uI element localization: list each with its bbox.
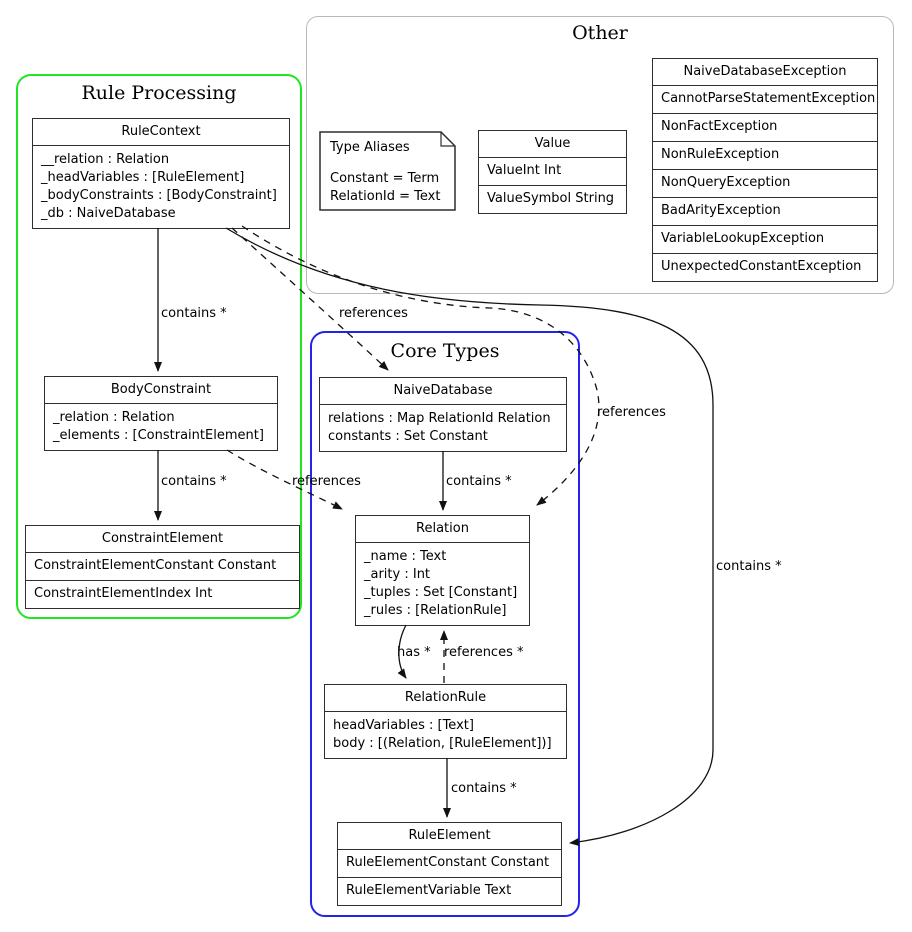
class-relationrule: RelationRule headVariables : [Text] body… <box>324 684 567 759</box>
edge-label-references: references * <box>444 645 524 660</box>
edge-label-contains: contains * <box>451 781 517 796</box>
group-other-title: Other <box>572 22 628 44</box>
edge-label-contains: contains * <box>161 474 227 489</box>
edge-label-references: references <box>339 306 408 321</box>
edge-label-contains: contains * <box>161 306 227 321</box>
naivedatabase-attr: relations : Map RelationId Relation <box>328 411 551 426</box>
exception-row: NonQueryException <box>653 169 877 197</box>
class-exceptions: NaiveDatabaseException CannotParseStatem… <box>652 58 878 282</box>
type-alias-line: RelationId = Text <box>330 189 441 204</box>
note-outline-icon <box>319 131 456 211</box>
rulecontext-attr: _bodyConstraints : [BodyConstraint] <box>41 188 277 203</box>
rulecontext-attr: _headVariables : [RuleElement] <box>41 170 245 185</box>
class-naivedatabase: NaiveDatabase relations : Map RelationId… <box>319 377 567 452</box>
edge-label-references: references <box>597 405 666 420</box>
edge-label-contains: contains * <box>446 474 512 489</box>
rulecontext-attr: __relation : Relation <box>41 152 170 167</box>
type-aliases-note: Type Aliases Constant = Term RelationId … <box>319 131 456 211</box>
ruleelement-row: RuleElementConstant Constant <box>338 849 561 877</box>
class-value: Value ValueInt Int ValueSymbol String <box>478 130 627 214</box>
class-exceptions-title: NaiveDatabaseException <box>683 64 847 79</box>
class-ruleelement: RuleElement RuleElementConstant Constant… <box>337 822 562 906</box>
relation-attr: _tuples : Set [Constant] <box>364 585 518 600</box>
class-value-title: Value <box>534 136 571 151</box>
constraintelement-row: ConstraintElementConstant Constant <box>26 552 299 580</box>
exception-row: VariableLookupException <box>653 225 877 253</box>
constraintelement-row: ConstraintElementIndex Int <box>26 580 299 608</box>
group-core-types-title: Core Types <box>390 340 500 362</box>
exception-row: CannotParseStatementException <box>653 85 877 113</box>
value-row: ValueSymbol String <box>479 185 626 213</box>
naivedatabase-attr: constants : Set Constant <box>328 429 488 444</box>
exception-row: NonFactException <box>653 113 877 141</box>
class-relation-title: Relation <box>356 516 529 543</box>
class-bodyconstraint: BodyConstraint _relation : Relation _ele… <box>44 376 278 451</box>
bodyconstraint-attr: _relation : Relation <box>53 410 175 425</box>
exception-row: BadArityException <box>653 197 877 225</box>
rulecontext-attr: _db : NaiveDatabase <box>41 206 176 221</box>
class-constraintelement-title: ConstraintElement <box>101 531 224 546</box>
class-bodyconstraint-title: BodyConstraint <box>45 377 277 404</box>
relationrule-attr: headVariables : [Text] <box>333 718 474 733</box>
class-relation: Relation _name : Text _arity : Int _tupl… <box>355 515 530 626</box>
value-row: ValueInt Int <box>479 157 626 185</box>
class-ruleelement-title: RuleElement <box>408 828 491 843</box>
class-rulecontext: RuleContext __relation : Relation _headV… <box>32 118 290 229</box>
relation-attr: _name : Text <box>364 549 447 564</box>
relation-attr: _rules : [RelationRule] <box>364 603 507 618</box>
relationrule-attr: body : [(Relation, [RuleElement])] <box>333 736 552 751</box>
relation-attr: _arity : Int <box>364 567 431 582</box>
bodyconstraint-attr: _elements : [ConstraintElement] <box>53 428 264 443</box>
class-naivedatabase-title: NaiveDatabase <box>320 378 566 405</box>
exception-row: NonRuleException <box>653 141 877 169</box>
edge-label-contains: contains * <box>716 559 782 574</box>
type-alias-line: Constant = Term <box>330 171 440 186</box>
ruleelement-row: RuleElementVariable Text <box>338 877 561 905</box>
group-rule-processing-title: Rule Processing <box>81 82 237 104</box>
class-constraintelement: ConstraintElement ConstraintElementConst… <box>25 525 300 609</box>
exception-row: UnexpectedConstantException <box>653 253 877 281</box>
class-rulecontext-title: RuleContext <box>33 119 289 146</box>
type-aliases-title: Type Aliases <box>330 140 410 155</box>
edge-label-has: has * <box>397 645 431 660</box>
class-relationrule-title: RelationRule <box>325 685 566 712</box>
edge-label-references: references <box>292 474 361 489</box>
